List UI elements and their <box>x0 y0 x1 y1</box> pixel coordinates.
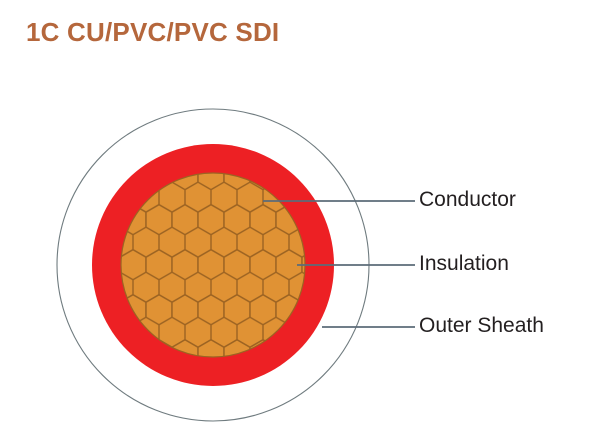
figure-title: 1C CU/PVC/PVC SDI <box>26 17 280 47</box>
label-insulation: Insulation <box>419 252 509 275</box>
label-outer-sheath: Outer Sheath <box>419 314 544 337</box>
label-conductor: Conductor <box>419 188 516 211</box>
conductor-strand-pattern <box>121 173 305 357</box>
